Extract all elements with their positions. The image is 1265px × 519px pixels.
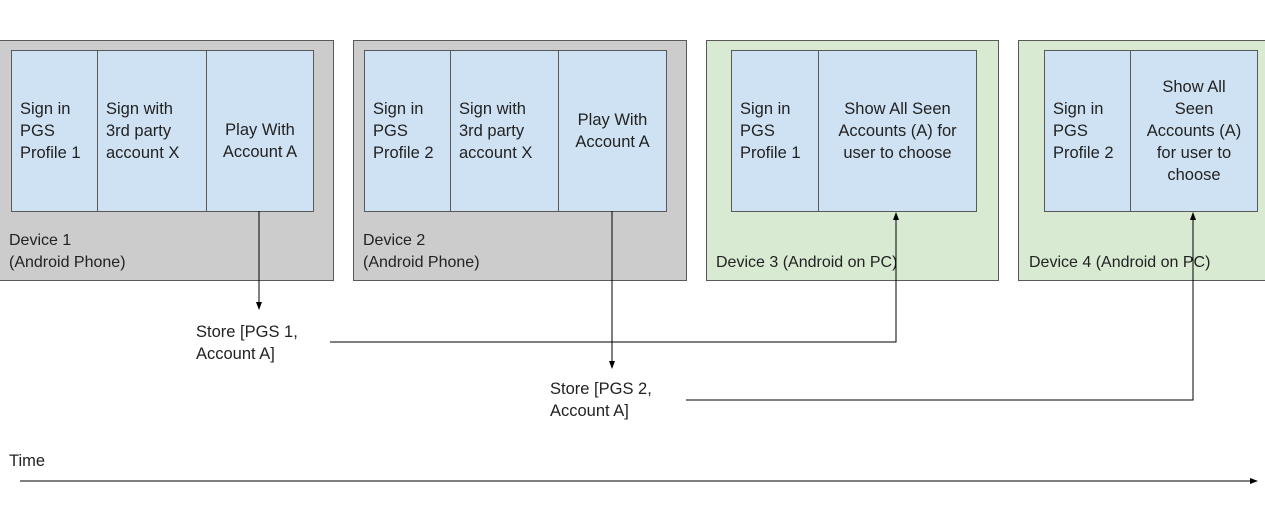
step-sign-in-pgs: Sign in PGS Profile 2 xyxy=(1044,50,1131,212)
step-sign-in-pgs: Sign in PGS Profile 1 xyxy=(11,50,98,212)
step-sign-in-pgs: Sign in PGS Profile 1 xyxy=(731,50,819,212)
device-2-panel: Sign in PGS Profile 2 Sign with 3rd part… xyxy=(353,40,687,281)
device-3-label: Device 3 (Android on PC) xyxy=(716,254,898,271)
device-1-panel: Sign in PGS Profile 1 Sign with 3rd part… xyxy=(0,40,334,281)
store-note-2: Store [PGS 2, Account A] xyxy=(550,380,652,420)
step-sign-third-party: Sign with 3rd party account X xyxy=(97,50,207,212)
timeline-label: Time xyxy=(9,452,46,470)
store-note-1: Store [PGS 1, Account A] xyxy=(196,323,298,363)
device-3-panel: Sign in PGS Profile 1 Show All Seen Acco… xyxy=(706,40,999,281)
step-sign-in-pgs: Sign in PGS Profile 2 xyxy=(364,50,451,212)
step-play-with-account: Play With Account A xyxy=(206,50,314,212)
device-2-label: Device 2 (Android Phone) xyxy=(363,232,480,271)
device-1-label: Device 1 (Android Phone) xyxy=(9,232,126,271)
step-show-all-seen-accounts: Show All Seen Accounts (A) for user to c… xyxy=(1130,50,1258,212)
step-play-with-account: Play With Account A xyxy=(558,50,667,212)
device-4-label: Device 4 (Android on PC) xyxy=(1029,254,1211,271)
device-4-panel: Sign in PGS Profile 2 Show All Seen Acco… xyxy=(1018,40,1265,281)
step-show-all-seen-accounts: Show All Seen Accounts (A) for user to c… xyxy=(818,50,977,212)
step-sign-third-party: Sign with 3rd party account X xyxy=(450,50,559,212)
